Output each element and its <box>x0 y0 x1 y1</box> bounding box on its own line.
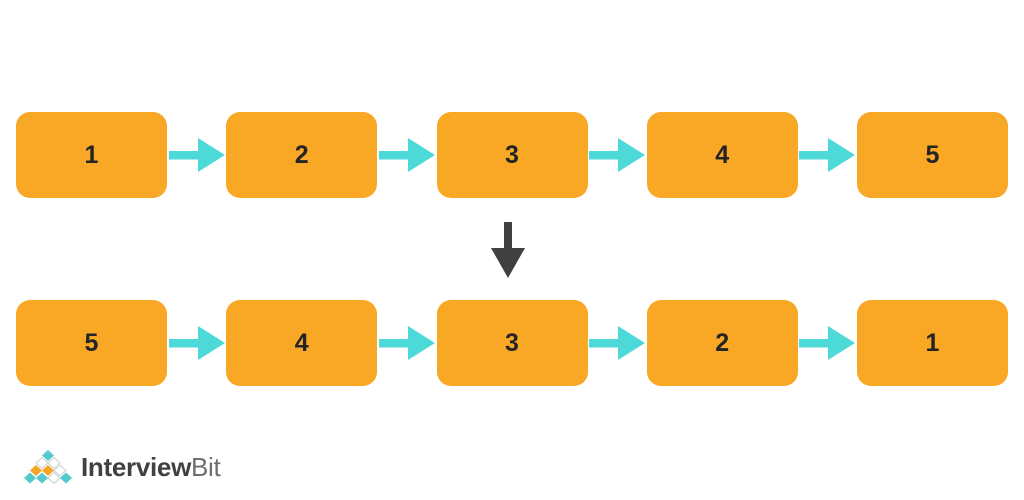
pointer-gap <box>588 137 647 173</box>
list-node: 5 <box>857 112 1008 198</box>
right-arrow-icon <box>799 326 856 360</box>
right-arrow-icon <box>378 326 435 360</box>
list-node: 2 <box>646 300 798 386</box>
list-node: 1 <box>857 300 1008 386</box>
brand-primary-text: Interview <box>81 452 192 482</box>
right-arrow-icon <box>589 138 646 172</box>
pointer-gap <box>167 325 226 361</box>
brand-wordmark: InterviewBit <box>81 450 221 484</box>
right-arrow-icon <box>589 326 646 360</box>
brand-secondary-text: Bit <box>191 452 221 482</box>
list-node: 4 <box>646 112 798 198</box>
right-arrow-icon <box>168 138 225 172</box>
right-arrow-icon <box>799 138 856 172</box>
list-node: 2 <box>226 112 378 198</box>
pointer-gap <box>798 137 857 173</box>
down-arrow-icon <box>491 222 525 278</box>
list-node: 3 <box>436 112 588 198</box>
pointer-gap <box>798 325 857 361</box>
pointer-gap <box>167 137 226 173</box>
reversed-list-row: 5 4 3 2 1 <box>16 300 1008 386</box>
right-arrow-icon <box>378 138 435 172</box>
list-node: 5 <box>16 300 167 386</box>
original-list-row: 1 2 3 4 5 <box>16 112 1008 198</box>
pointer-gap <box>588 325 647 361</box>
list-node: 4 <box>226 300 378 386</box>
diamond-pyramid-icon <box>24 450 72 484</box>
pointer-gap <box>377 325 436 361</box>
pointer-gap <box>377 137 436 173</box>
right-arrow-icon <box>168 326 225 360</box>
list-node: 3 <box>436 300 588 386</box>
interviewbit-logo: InterviewBit <box>24 450 221 484</box>
list-node: 1 <box>16 112 167 198</box>
